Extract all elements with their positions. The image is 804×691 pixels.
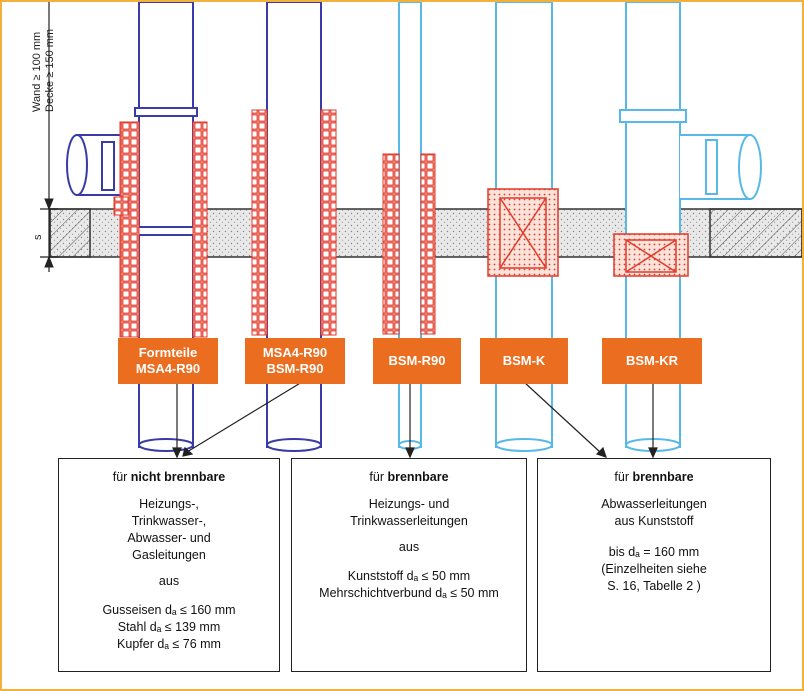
box-title: für brennbare xyxy=(614,470,694,484)
leader-arrows xyxy=(172,381,658,459)
thickness-dimension xyxy=(40,2,58,272)
info-box-brennbare-abwasser: für brennbare Abwasserleitungen aus Kuns… xyxy=(537,458,771,672)
wall-dimension-label: Wand ≥ 100 mm Decke ≥ 150 mm xyxy=(31,29,57,112)
product-label-bsm-kr: BSM-KR xyxy=(602,338,702,384)
product-label-bsm-k: BSM-K xyxy=(480,338,568,384)
pipe-3-plastic-thin xyxy=(382,2,436,450)
product-label-formteile: Formteile MSA4-R90 xyxy=(118,338,218,384)
ceiling-min-label: Decke ≥ 150 mm xyxy=(44,28,56,112)
box-title: für nicht brennbare xyxy=(112,470,226,484)
wall-min-label: Wand ≥ 100 mm xyxy=(31,31,43,112)
product-label-msa4-bsm: MSA4-R90 BSM-R90 xyxy=(245,338,345,384)
installation-diagram xyxy=(40,2,802,459)
slab-thickness-label: s xyxy=(32,234,44,241)
info-box-nicht-brennbare: für nicht brennbare Heizungs-, Trinkwass… xyxy=(58,458,280,672)
product-label-bsm-r90: BSM-R90 xyxy=(373,338,461,384)
info-box-brennbare-heizung: für brennbare Heizungs- und Trinkwasserl… xyxy=(291,458,527,672)
box-title: für brennbare xyxy=(369,470,449,484)
